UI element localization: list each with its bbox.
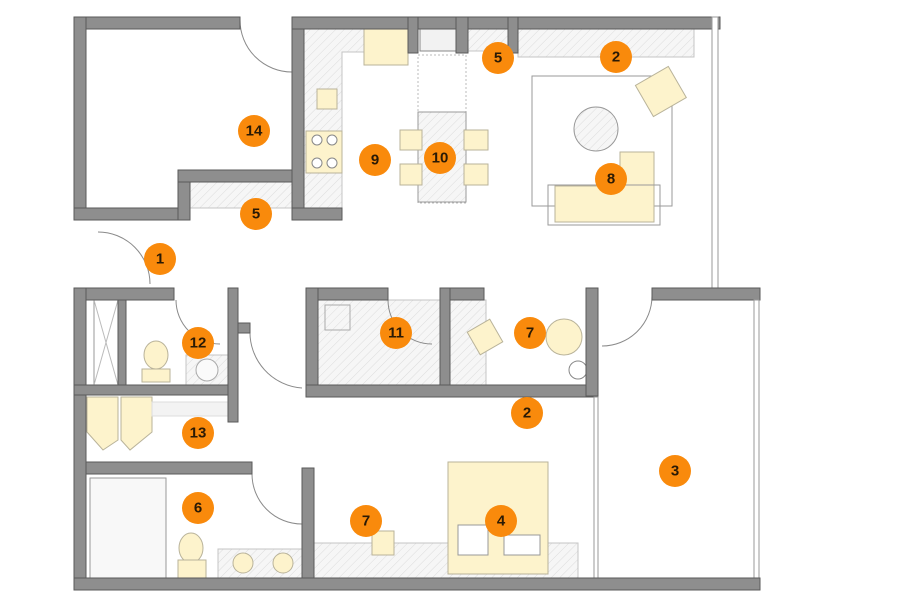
svg-text:5: 5 [494, 50, 502, 67]
room-marker: 4 [485, 505, 517, 537]
room-marker: 2 [511, 397, 543, 429]
room-marker: 6 [182, 492, 214, 524]
svg-text:14: 14 [246, 123, 263, 140]
room-marker: 7 [514, 317, 546, 349]
room-marker: 11 [380, 317, 412, 349]
svg-text:7: 7 [362, 513, 370, 530]
svg-text:7: 7 [526, 325, 534, 342]
toilet [178, 532, 204, 564]
doors [97, 19, 653, 525]
svg-text:2: 2 [523, 405, 531, 422]
room-marker: 12 [182, 327, 214, 359]
svg-text:12: 12 [190, 335, 207, 352]
svg-text:1: 1 [156, 251, 164, 268]
svg-text:10: 10 [432, 150, 449, 167]
svg-text:8: 8 [607, 171, 615, 188]
room-markers: 14 5 2 9 10 8 5 1 12 11 7 2 13 3 6 7 4 [144, 41, 691, 537]
room-marker: 14 [238, 115, 270, 147]
svg-text:13: 13 [190, 425, 207, 442]
svg-text:3: 3 [671, 463, 679, 480]
walls [73, 16, 761, 591]
room-marker: 10 [424, 142, 456, 174]
svg-text:6: 6 [194, 500, 202, 517]
coffee-table [573, 106, 619, 152]
room-marker: 5 [240, 198, 272, 230]
room-marker: 3 [659, 455, 691, 487]
room-marker: 5 [482, 42, 514, 74]
room-marker: 2 [600, 41, 632, 73]
sink [419, 28, 457, 52]
room-marker: 7 [350, 505, 382, 537]
wardrobe-door [86, 396, 119, 451]
room-marker: 8 [595, 163, 627, 195]
svg-text:5: 5 [252, 206, 260, 223]
room-marker: 1 [144, 243, 176, 275]
svg-text:11: 11 [388, 325, 404, 342]
room-marker: 9 [359, 144, 391, 176]
toilet [143, 340, 169, 370]
room-marker: 13 [182, 417, 214, 449]
svg-text:9: 9 [371, 152, 379, 169]
svg-text:4: 4 [497, 513, 506, 530]
fridge [363, 26, 409, 66]
furniture [86, 26, 688, 579]
svg-text:2: 2 [612, 49, 620, 66]
kitchen-sink [316, 88, 338, 110]
